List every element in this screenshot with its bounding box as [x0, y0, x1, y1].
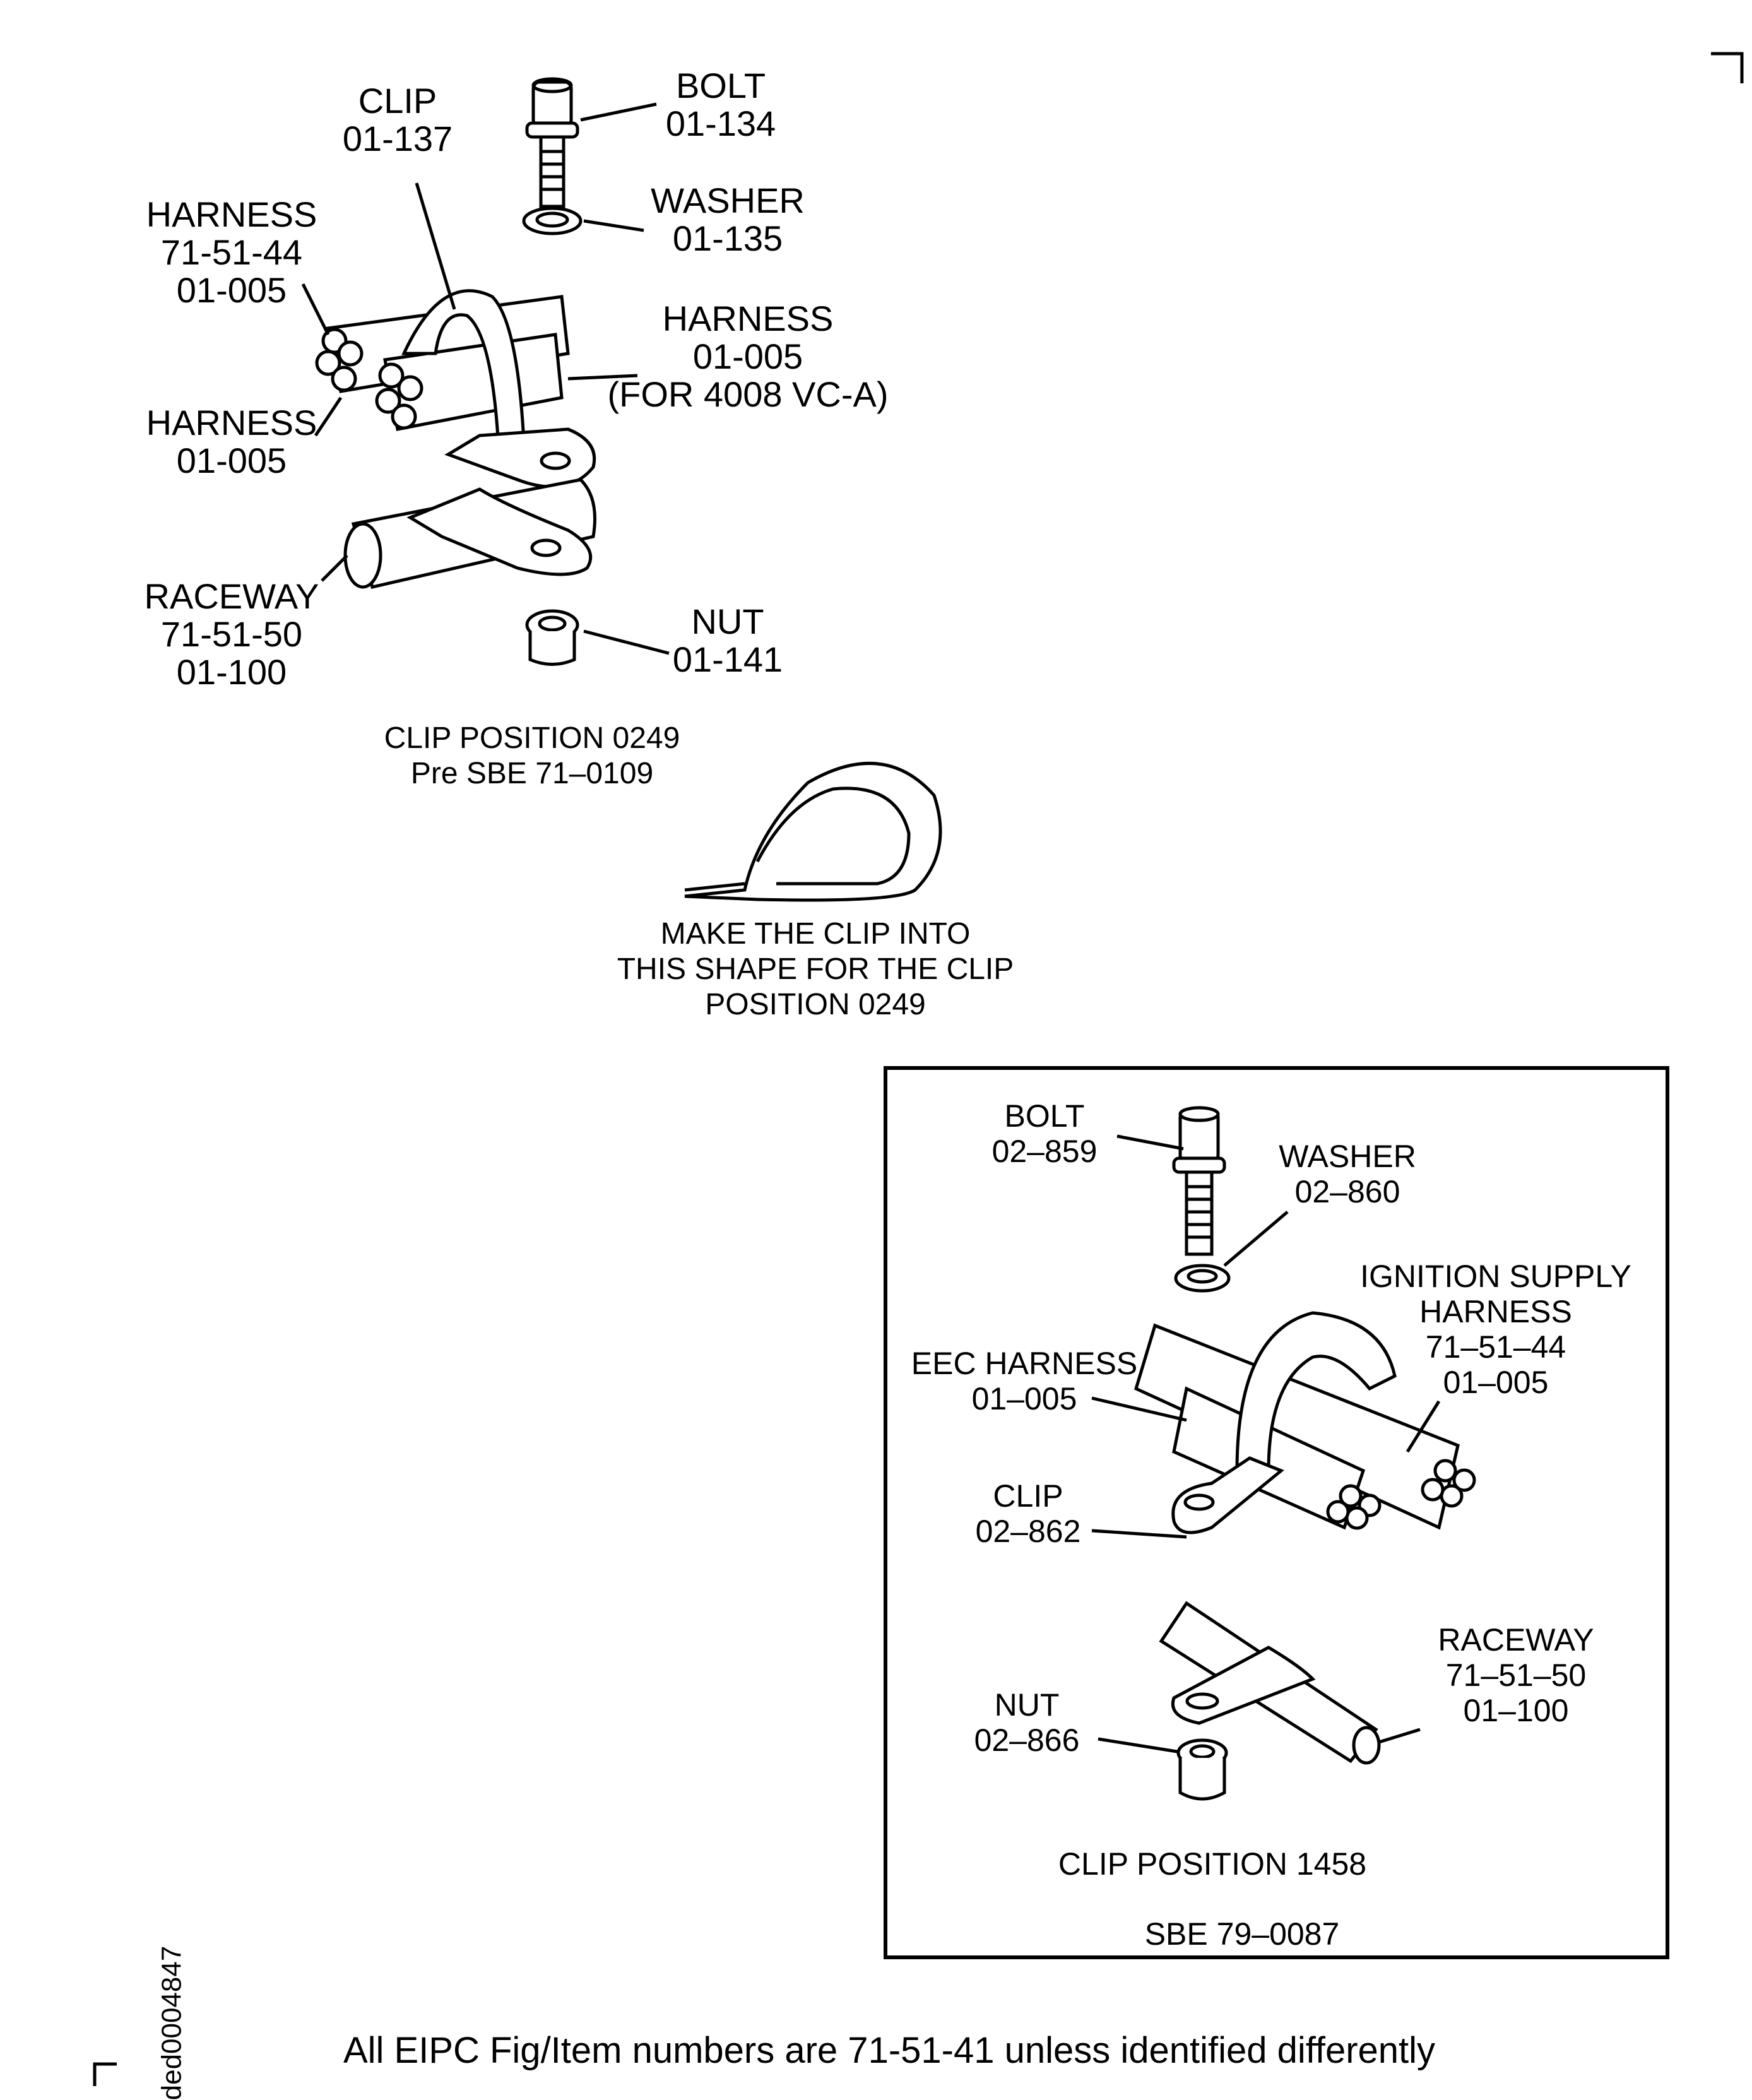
label-name: CLIP: [993, 1478, 1063, 1514]
label-name: HARNESS: [146, 403, 317, 442]
label-name: RACEWAY: [144, 576, 319, 616]
label-item: 01-134: [665, 104, 776, 143]
label-item: 01-005: [692, 336, 803, 376]
label-name: NUT: [994, 1687, 1060, 1723]
footer-note: All EIPC Fig/Item numbers are 71-51-41 u…: [343, 2030, 1436, 2071]
inset-label-washer: WASHER 02–860: [1279, 1139, 1416, 1209]
corner-mark: [1711, 52, 1744, 83]
caption-line: Pre SBE 71–0109: [410, 757, 654, 790]
label-name: HARNESS: [146, 194, 317, 234]
label-item: 01–005: [1443, 1365, 1549, 1400]
label-fig: 71–51–50: [1445, 1658, 1587, 1693]
label-name: BOLT: [675, 66, 766, 105]
label-item: 01-137: [342, 119, 453, 158]
inset-washer-icon: [1174, 1264, 1231, 1293]
label-name: CLIP: [358, 81, 437, 121]
label-item: 01-005: [176, 270, 287, 310]
label-name: BOLT: [1004, 1098, 1085, 1134]
label-item: 01-141: [672, 639, 783, 679]
raceway-icon: [343, 478, 596, 589]
label-item: 02–860: [1294, 1174, 1400, 1209]
inset-label-ignition-harness: IGNITION SUPPLY HARNESS 71–51–44 01–005: [1360, 1259, 1631, 1400]
inset-nut-icon: [1176, 1738, 1228, 1801]
label-raceway: RACEWAY 71-51-50 01-100: [145, 578, 319, 691]
inset-label-bolt: BOLT 02–859: [992, 1098, 1098, 1169]
formed-clip-icon: [684, 761, 942, 902]
note-line: POSITION 0249: [705, 988, 926, 1021]
label-bolt: BOLT 01-134: [666, 67, 776, 143]
label-item: 01-135: [672, 218, 783, 258]
caption-clip-position-0249: CLIP POSITION 0249 Pre SBE 71–0109: [384, 721, 680, 792]
caption-line: CLIP POSITION 0249: [384, 721, 680, 755]
label-harness-c: HARNESS 01-005: [146, 404, 317, 480]
inset-label-clip: CLIP 02–862: [976, 1478, 1081, 1549]
label-name: EEC HARNESS: [911, 1346, 1138, 1381]
label-name: WASHER: [1279, 1139, 1416, 1174]
label-fig: 71-51-44: [160, 232, 303, 272]
label-item: 01–005: [971, 1381, 1077, 1416]
corner-mark: [93, 2062, 117, 2086]
nut-icon: [525, 609, 579, 666]
label-item: 02–866: [974, 1723, 1080, 1758]
label-name: WASHER: [651, 181, 805, 220]
bolt-icon: [525, 77, 579, 208]
label-clip: CLIP 01-137: [343, 82, 453, 158]
inset-sbe: SBE 79–0087: [1144, 1916, 1340, 1952]
label-item: 01-100: [176, 652, 287, 692]
label-fig: 71–51–44: [1425, 1329, 1566, 1365]
label-name: RACEWAY: [1438, 1622, 1594, 1658]
label-name: HARNESS: [1419, 1294, 1572, 1329]
inset-caption: CLIP POSITION 1458: [1058, 1846, 1367, 1882]
inset-clip-icon: [1171, 1311, 1397, 1534]
label-name: NUT: [691, 602, 764, 641]
note-line: MAKE THE CLIP INTO: [660, 917, 971, 951]
clip-icon: [401, 289, 596, 489]
label-item: 02–859: [991, 1134, 1098, 1169]
figure-id: ded0004847: [156, 1945, 187, 2100]
note-line: THIS SHAPE FOR THE CLIP: [617, 952, 1014, 986]
label-fig: 71-51-50: [160, 614, 303, 654]
label-name: HARNESS: [662, 299, 834, 338]
label-nut: NUT 01-141: [673, 603, 783, 679]
inset-bolt-icon: [1172, 1106, 1226, 1256]
label-note: (FOR 4008 VC-A): [607, 374, 889, 414]
label-item: 01-005: [176, 441, 287, 480]
label-harness-b: HARNESS 01-005 (FOR 4008 VC-A): [608, 300, 889, 413]
inset-label-raceway: RACEWAY 71–51–50 01–100: [1438, 1622, 1594, 1728]
label-washer: WASHER 01-135: [651, 182, 805, 258]
label-item: 02–862: [975, 1514, 1081, 1549]
inset-label-eec-harness: EEC HARNESS 01–005: [911, 1346, 1137, 1416]
label-name: IGNITION SUPPLY: [1360, 1259, 1631, 1294]
inset-raceway-icon: [1159, 1601, 1381, 1765]
inset-label-nut: NUT 02–866: [974, 1687, 1080, 1758]
washer-icon: [522, 206, 583, 235]
inset-frame: [884, 1066, 1669, 1959]
label-item: 01–100: [1463, 1693, 1569, 1728]
label-harness-a: HARNESS 71-51-44 01-005: [146, 196, 317, 309]
shape-note: MAKE THE CLIP INTO THIS SHAPE FOR THE CL…: [617, 917, 1014, 1023]
